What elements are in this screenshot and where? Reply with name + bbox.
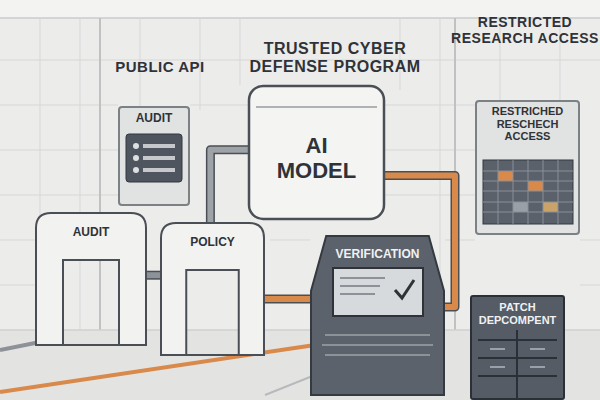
verification-kiosk: VERIFICATION bbox=[310, 235, 445, 395]
audit-gate: AUDIT bbox=[35, 212, 147, 345]
pipe-fill bbox=[265, 296, 310, 302]
pipe-connector bbox=[210, 150, 248, 222]
pipe-connector bbox=[147, 275, 160, 276]
pipe-fill bbox=[210, 150, 248, 222]
policy-gate-shape bbox=[161, 223, 264, 355]
node-text: VERIFICATION bbox=[323, 248, 433, 262]
pipe-connector bbox=[265, 299, 310, 300]
model-box: AI MODEL bbox=[248, 85, 385, 220]
research-panel: RESTRICHED RESCHECH ACCESS bbox=[475, 100, 580, 235]
pipe-fill bbox=[147, 272, 160, 278]
model-box-shape bbox=[249, 86, 384, 219]
node-text: AUDIT bbox=[41, 226, 141, 240]
patch-cabinet: PATCH DEPCOMPENT bbox=[470, 295, 565, 400]
cabinet-drawers bbox=[478, 330, 557, 400]
verification-kiosk-shape bbox=[311, 236, 444, 395]
access-grid bbox=[483, 160, 573, 224]
node-text: AI MODEL bbox=[277, 133, 357, 184]
node-text: POLICY bbox=[165, 236, 260, 250]
zone-heading: PUBLIC API bbox=[115, 58, 205, 75]
zone-heading: RESTRICTED RESEARCH ACCESS bbox=[450, 14, 600, 46]
research-panel-shape bbox=[476, 101, 579, 234]
audit-list-icon bbox=[126, 134, 182, 182]
zone-heading: TRUSTED CYBER DEFENSE PROGRAM bbox=[245, 40, 425, 77]
node-text: PATCH DEPCOMPENT bbox=[474, 301, 562, 326]
policy-gate: POLICY bbox=[160, 222, 265, 355]
pipe-outline bbox=[265, 295, 310, 304]
audit-gate-shape bbox=[36, 213, 146, 345]
patch-cabinet-shape bbox=[471, 296, 564, 399]
pipe-outline bbox=[147, 271, 160, 280]
audit-panel-shape bbox=[119, 107, 189, 205]
kiosk-screen bbox=[322, 268, 433, 355]
pipe-outline bbox=[210, 150, 248, 222]
node-text: AUDIT bbox=[121, 112, 187, 126]
node-text: RESTRICHED RESCHECH ACCESS bbox=[479, 105, 577, 143]
audit-panel: AUDIT bbox=[118, 106, 190, 206]
